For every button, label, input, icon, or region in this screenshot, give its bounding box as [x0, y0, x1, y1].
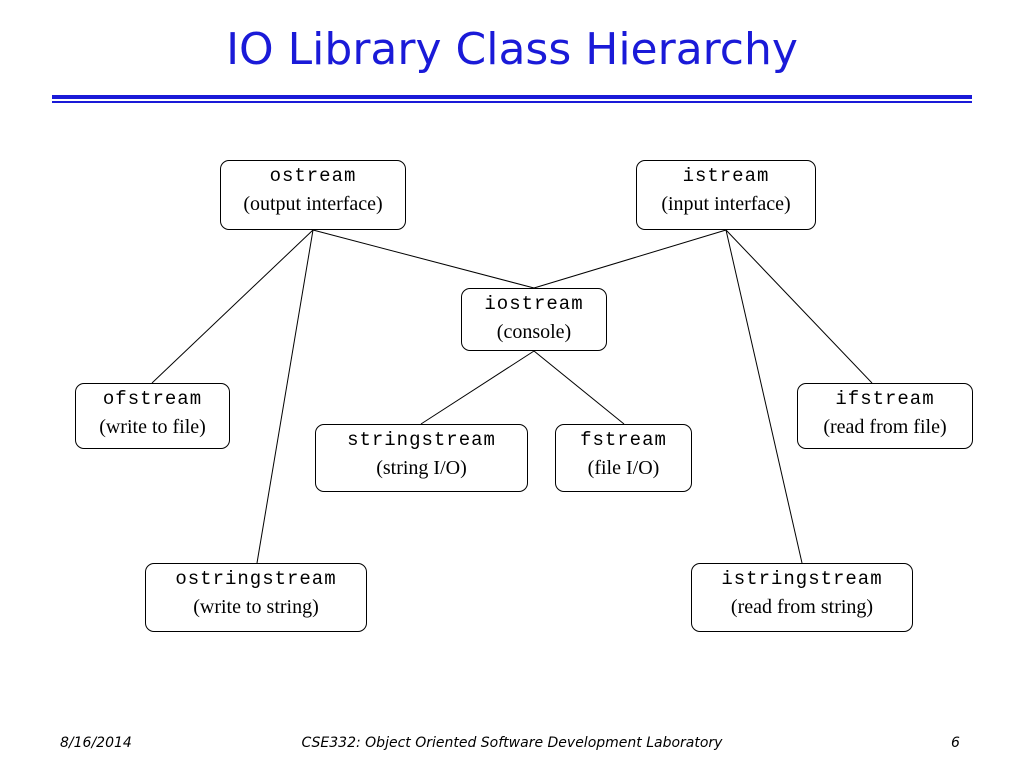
edge-istream-istringstream — [725, 229, 803, 564]
node-ifstream-name: ifstream — [835, 388, 935, 410]
node-ostringstream-desc: (write to string) — [193, 596, 319, 618]
node-fstream: fstream (file I/O) — [555, 424, 692, 492]
node-ofstream: ofstream (write to file) — [75, 383, 230, 449]
edge-ostream-ostringstream — [256, 229, 314, 564]
edge-iostream-fstream — [533, 350, 625, 425]
edge-ostream-ofstream — [151, 229, 314, 384]
edge-ostream-iostream — [312, 229, 535, 289]
node-iostream-name: iostream — [484, 293, 584, 315]
node-iostream: iostream (console) — [461, 288, 607, 351]
node-ostream-desc: (output interface) — [243, 193, 383, 215]
node-stringstream-name: stringstream — [347, 429, 496, 451]
footer-course: CSE332: Object Oriented Software Develop… — [301, 735, 723, 751]
node-ostream: ostream (output interface) — [220, 160, 406, 230]
edge-istream-ifstream — [725, 229, 873, 384]
edge-iostream-stringstream — [420, 350, 535, 425]
slide-title: IO Library Class Hierarchy — [226, 24, 798, 75]
node-istream: istream (input interface) — [636, 160, 816, 230]
node-istringstream-name: istringstream — [721, 568, 883, 590]
node-ostringstream: ostringstream (write to string) — [145, 563, 367, 632]
edge-istream-iostream — [533, 229, 727, 289]
node-fstream-desc: (file I/O) — [587, 457, 660, 479]
node-ostringstream-name: ostringstream — [175, 568, 337, 590]
node-istream-desc: (input interface) — [661, 193, 791, 215]
node-ifstream-desc: (read from file) — [823, 416, 947, 438]
node-fstream-name: fstream — [580, 429, 667, 451]
node-istringstream-desc: (read from string) — [730, 596, 874, 618]
node-ofstream-desc: (write to file) — [99, 416, 206, 438]
footer-date: 8/16/2014 — [60, 735, 132, 751]
node-istream-name: istream — [682, 165, 770, 187]
title-rule-thin — [52, 101, 972, 103]
node-stringstream-desc: (string I/O) — [376, 457, 467, 479]
node-istringstream: istringstream (read from string) — [691, 563, 913, 632]
title-rule-thick — [52, 95, 972, 99]
node-ofstream-name: ofstream — [102, 388, 203, 410]
node-ifstream: ifstream (read from file) — [797, 383, 973, 449]
node-iostream-desc: (console) — [496, 321, 572, 343]
footer-page-number: 6 — [951, 735, 960, 751]
node-stringstream: stringstream (string I/O) — [315, 424, 528, 492]
node-ostream-name: ostream — [269, 165, 357, 187]
